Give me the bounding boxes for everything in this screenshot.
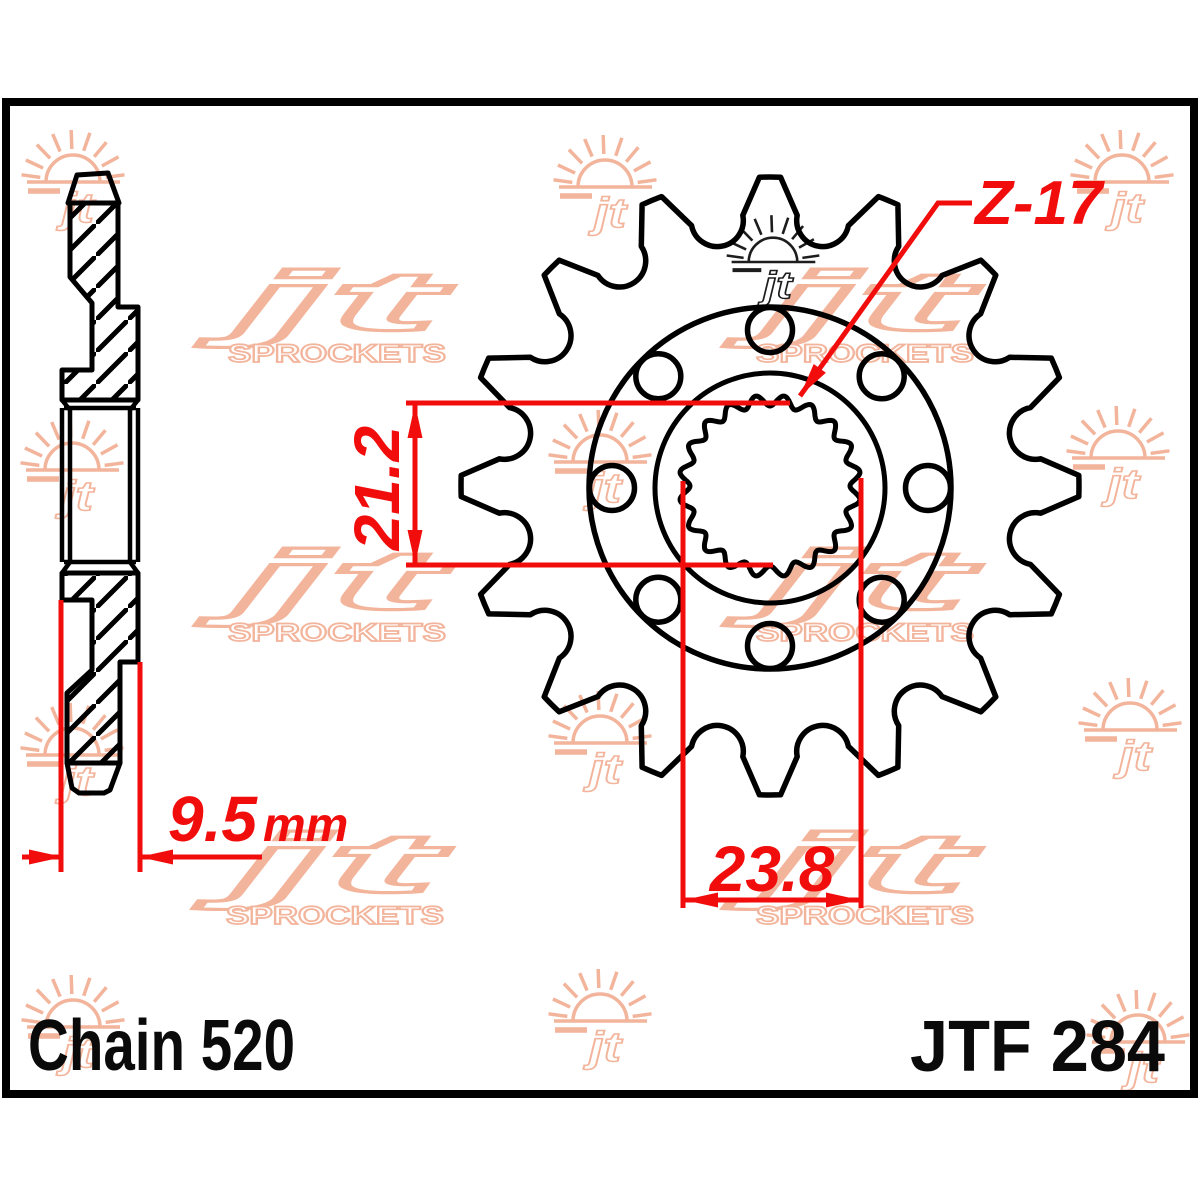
bolt-hole xyxy=(744,304,796,356)
logo-sprockets-text: SPROCKETS xyxy=(226,902,444,930)
dimension-arrowheads xyxy=(29,364,860,908)
logo-sprockets-text: SPROCKETS xyxy=(228,340,446,368)
logo-jt-text: jt xyxy=(723,254,980,348)
side-web-top-hatched xyxy=(59,200,141,403)
logo-jt-text: jt xyxy=(723,533,980,627)
bolt-hole-ring xyxy=(586,304,954,672)
dimension-arrowhead xyxy=(407,530,423,564)
sprocket-front-view xyxy=(458,174,1082,798)
sun-watermark: jt xyxy=(1086,989,1190,1092)
dimension-arrowhead xyxy=(407,404,423,438)
bolt-hole xyxy=(633,351,684,402)
hub-inner-circle xyxy=(652,370,888,606)
sun-watermark-jt-text: jt xyxy=(1105,184,1146,231)
part-number-label: JTF 284 xyxy=(910,1007,1165,1087)
watermark-layer: jtjtjtjtjtjtjtjtjtjtjtjtjtSPROCKETSjtSPR… xyxy=(20,129,1190,1092)
sun-watermark-jt-text: jt xyxy=(588,189,629,236)
dimension-arrowhead xyxy=(684,892,718,908)
sun-watermark: jt xyxy=(1066,405,1170,508)
dimension-arrowhead xyxy=(826,892,860,908)
sun-watermark: jt xyxy=(548,690,652,793)
logo-jt-text: jt xyxy=(723,816,980,910)
logo-jt-text: jt xyxy=(195,254,452,348)
logo-sprockets-text: SPROCKETS xyxy=(756,902,974,930)
dimension-arrowhead xyxy=(29,849,63,865)
dim-hub-width-value: 9.5 xyxy=(168,783,258,855)
bolt-hole xyxy=(586,462,638,514)
bolt-hole xyxy=(633,574,684,625)
dimension-arrowhead xyxy=(800,364,826,396)
dimension-annotations xyxy=(22,200,972,908)
logo-jt-text: jt xyxy=(193,816,450,910)
sun-watermark: jt xyxy=(21,974,125,1077)
bolt-hole xyxy=(856,351,907,402)
sun-watermark: jt xyxy=(548,968,652,1071)
sun-watermark-jt-text: jt xyxy=(583,745,624,792)
side-web-bottom-hatched xyxy=(59,570,141,766)
dim-bore-major-value: 23.8 xyxy=(709,833,835,905)
sun-watermark: jt xyxy=(1070,129,1174,232)
sun-watermark-jt-text: jt xyxy=(56,1029,97,1076)
sun-watermark-jt-text: jt xyxy=(1113,732,1154,779)
dimension-arrowhead xyxy=(139,849,173,865)
logo-sprockets-text: SPROCKETS xyxy=(756,340,974,368)
chain-size-label: Chain 520 xyxy=(28,1006,295,1086)
sun-watermark-jt-text: jt xyxy=(1101,460,1142,507)
drawing-frame xyxy=(2,98,1198,1098)
teeth-count-label: Z-17 xyxy=(973,169,1105,238)
logo-sprockets-text: SPROCKETS xyxy=(228,619,446,647)
side-hub-cylinder xyxy=(59,398,141,575)
sprocket-side-view xyxy=(59,170,141,796)
spline-bore xyxy=(677,393,863,579)
side-tooth-tip-bottom xyxy=(64,760,123,796)
bolt-hole xyxy=(744,620,796,672)
bolt-hole xyxy=(902,462,954,514)
sun-watermark: jt xyxy=(553,134,657,237)
teeth-count-callout xyxy=(797,200,972,398)
sun-watermark: jt xyxy=(1078,677,1182,780)
sun-watermark-jt-text: jt xyxy=(757,265,794,307)
leader-line xyxy=(797,200,972,398)
sun-watermark-jt-text: jt xyxy=(1121,1044,1162,1091)
sun-watermark-jt-text: jt xyxy=(583,1023,624,1070)
gear-teeth-outline xyxy=(458,174,1082,798)
dim-bore-minor-value: 21.2 xyxy=(341,426,413,552)
dim-hub-width-unit: mm xyxy=(263,799,348,852)
logo-jt-text: jt xyxy=(195,533,452,627)
